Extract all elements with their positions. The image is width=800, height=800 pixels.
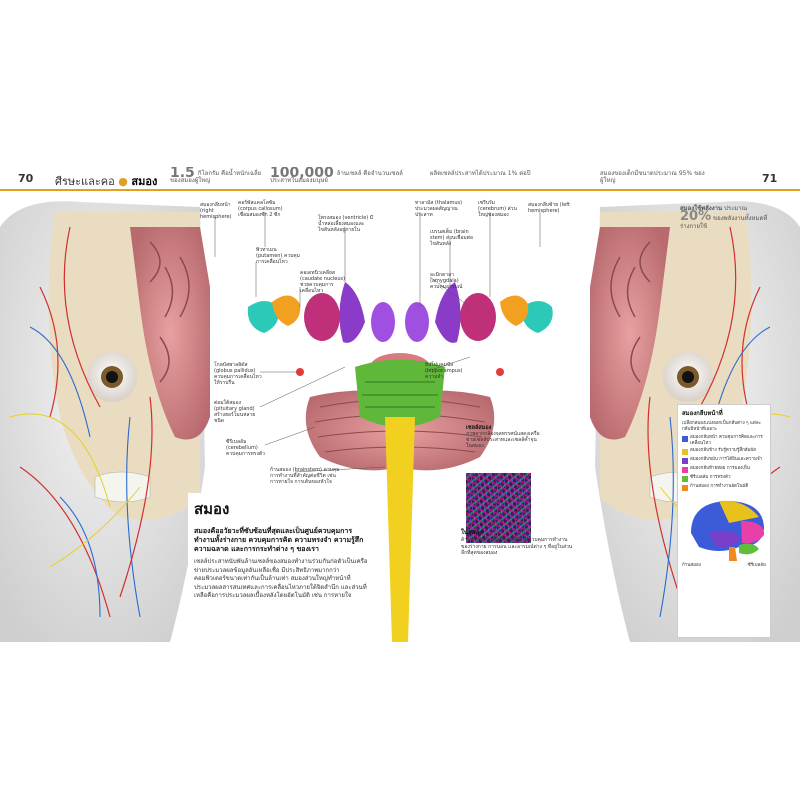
main-body: เซลล์ประสาทนับพันล้านเซลล์ของสมองทำงานร่… <box>194 558 368 599</box>
brainstem-green <box>355 359 445 427</box>
lobe-color-swatch <box>682 458 688 464</box>
label-brainstem: ก้านสมอง (brainstem) ควบคุมการทำงานที่สำ… <box>270 467 340 485</box>
label-corpus-callosum: คอร์พัสแคลโลซัม (corpus callosum) เชื่อม… <box>238 200 283 218</box>
inside-brain-block: ในสมอง ด้านล่างของสมองมีโครงสร้างที่ควบค… <box>461 529 573 556</box>
main-lead: สมองคืออวัยวะที่ซับซ้อนที่สุดและเป็นศูนย… <box>194 527 364 553</box>
lobes-box: สมองกลีบหน้าที่ เปลือกสมองแบ่งออกเป็นกลี… <box>677 404 771 638</box>
label-hippocampus: ฮิปโปแคมปัส (hippocampus) ความจำ <box>425 362 463 380</box>
leader-lines <box>214 212 541 473</box>
left-head <box>0 201 210 642</box>
callout-brainstem: ก้านสมอง <box>682 563 701 568</box>
lobe-color-swatch <box>682 476 688 482</box>
callout-cerebellum: ซีรีเบลลัม <box>747 563 766 568</box>
lobe-color-swatch <box>682 436 688 442</box>
lobe-color-swatch <box>682 485 688 491</box>
label-caudate-nucleus: คอเดทนิวเคลียส (caudate nucleus) ช่วยควบ… <box>300 270 346 294</box>
fact-growth: ผลิตเซลล์ประสาทได้ประมาณ 1% ต่อปี <box>430 170 531 177</box>
lobe-color-swatch <box>682 449 688 455</box>
energy-callout: สมองใช้พลังงาน ประมาณ 20% ของพลังงานทั้ง… <box>680 205 768 230</box>
page-number-right: 71 <box>762 172 778 185</box>
lobe-legend-item: ซีรีเบลลัม การทรงตัว <box>682 475 766 482</box>
label-putamen: พิวทาเมน (putamen) ควบคุมการเคลื่อนไหว <box>256 247 300 265</box>
left-caudate-shape <box>304 293 340 341</box>
label-ventricle: โพรงสมอง (ventricle) มีน้ำหล่อเลี้ยงสมอง… <box>318 215 374 233</box>
label-cerebellum: ซีรีเบลลัม (cerebellum) ควบคุมการทรงตัว <box>226 439 265 457</box>
label-amygdala: อะมิกดาลา (amygdala) ควบคุมอารมณ์ <box>430 272 463 290</box>
section-breadcrumb: ศีรษะและคอ ● สมอง <box>55 175 158 188</box>
lobe-brain-diagram <box>691 500 765 561</box>
spinal-cord <box>385 417 415 642</box>
page-number-left: 70 <box>18 172 34 185</box>
label-thalamus: ทาลามัส (thalamus) ประมวลผลสัญญาณประสาท <box>415 200 463 218</box>
label-globus-pallidus: โกลบัสพาลลิดัส (globus pallidus) ควบคุมก… <box>214 362 262 386</box>
lobe-legend-item: สมองกลีบขมับ การได้ยินและความจำ <box>682 457 766 464</box>
lobe-legend-item: สมองกลีบข้าง รับรู้ความรู้สึกสัมผัส <box>682 448 766 455</box>
cells-caption: เซลล์สมอง ภาพจากกล้องจุลทรรศน์แสดงเครือข… <box>466 425 540 449</box>
left-brain-hemisphere <box>130 227 210 440</box>
label-pituitary-gland: ต่อมใต้สมอง (pituitary gland) สร้างฮอร์โ… <box>214 400 256 424</box>
exploded-brain-structures <box>247 282 553 642</box>
label-right-hemisphere: สมองกลีบหน้า (right hemisphere) <box>200 202 232 220</box>
main-text-block: สมอง สมองคืออวัยวะที่ซับซ้อนที่สุดและเป็… <box>188 493 375 605</box>
main-title: สมอง <box>194 500 230 518</box>
fact-child-brain: สมองของเด็กมีขนาดประมาณ 95% ของผู้ใหญ่ <box>600 170 705 184</box>
header-rule <box>0 189 800 191</box>
neuron-micrograph <box>466 473 531 543</box>
label-left-hemisphere: สมองกลีบซ้าย (left hemisphere) <box>528 202 570 214</box>
lobe-color-swatch <box>682 467 688 473</box>
label-brain-stem: เบรนสเต็ม (brain stem) ส่วนเชื่อมต่อไขสั… <box>430 229 473 247</box>
lobe-legend-item: สมองกลีบหน้า ควบคุมการคิดและการเคลื่อนไห… <box>682 435 766 446</box>
lobe-legend-item: สมองกลีบท้ายทอย การมองเห็น <box>682 466 766 473</box>
lobe-legend-item: ก้านสมอง การทำงานอัตโนมัติ <box>682 484 766 491</box>
lobe-legend: สมองกลีบหน้า ควบคุมการคิดและการเคลื่อนไห… <box>678 435 770 491</box>
label-cerebrum: เซรีบรัม (cerebrum) ส่วนใหญ่ของสมอง <box>478 200 517 218</box>
